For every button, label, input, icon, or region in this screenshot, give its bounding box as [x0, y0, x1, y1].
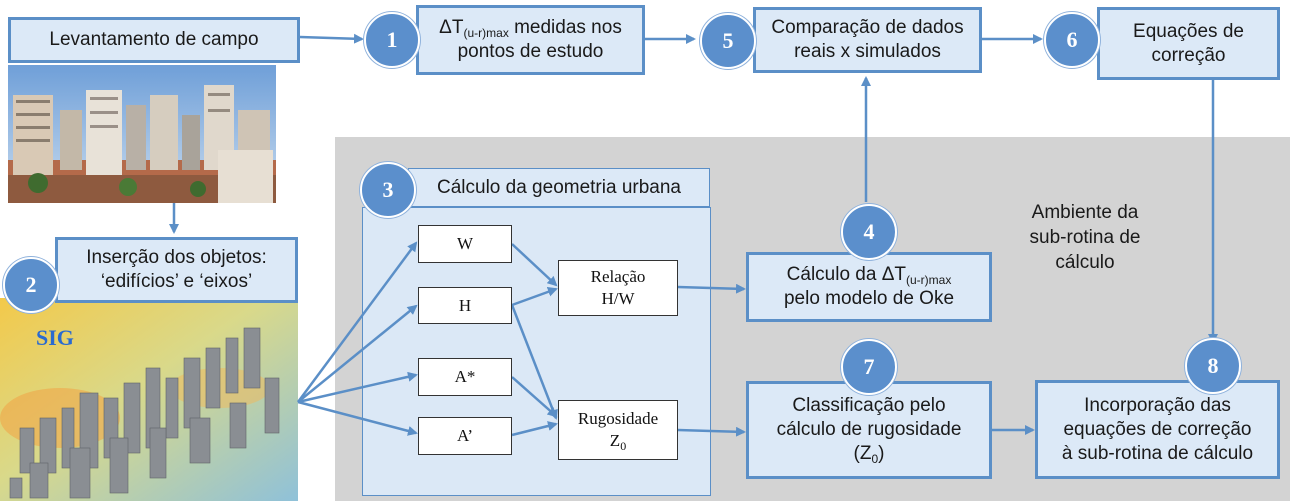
oke-line2: pelo modelo de Oke — [783, 288, 955, 309]
correction-equations-box: Equações de correção — [1097, 7, 1280, 80]
arrow-gis-to-astar — [297, 371, 418, 404]
comparison-box: Comparação de dados reais x simulados — [753, 7, 982, 73]
arrow-relacao-to-4 — [677, 283, 746, 294]
variable-w-label: W — [456, 234, 474, 253]
city-photo — [8, 65, 276, 203]
field-survey-box: Levantamento de campo — [8, 17, 300, 63]
urban-geometry-header: Cálculo da geometria urbana — [408, 168, 710, 207]
gis-3d-model — [0, 298, 298, 501]
arrow-aprime-to-rugosidade — [511, 421, 558, 437]
arrow-gis-to-h — [297, 304, 418, 403]
relation-line2: H/W — [601, 289, 635, 308]
arrow-w-to-relacao — [511, 243, 558, 287]
incorporation-line3: à sub-rotina de cálculo — [1061, 442, 1254, 464]
oke-model-box: Cálculo da ΔT(u-r)max pelo modelo de Oke — [746, 252, 992, 322]
comparison-line2: reais x simulados — [794, 41, 941, 62]
roughness-z: Z — [609, 431, 621, 450]
variable-h-box: H — [418, 287, 512, 324]
classification-z-open: (Z — [853, 443, 872, 464]
variable-a-prime-box: A’ — [418, 417, 512, 455]
step-6-badge: 6 — [1044, 12, 1100, 68]
step-8-badge: 8 — [1185, 338, 1241, 394]
insertion-line1: Inserção dos objetos: — [86, 247, 267, 268]
classification-z-subscript: 0 — [871, 452, 879, 466]
insertion-line2: ‘edifícios’ e ‘eixos’ — [100, 271, 253, 292]
object-insertion-box: Inserção dos objetos: ‘edifícios’ e ‘eix… — [55, 237, 298, 303]
step-2-badge: 2 — [3, 257, 59, 313]
equations-line1: Equações de — [1133, 20, 1244, 42]
field-survey-label: Levantamento de campo — [49, 29, 259, 50]
environment-label: Ambiente da sub-rotina de cálculo — [1010, 200, 1160, 275]
oke-subscript: (u-r)max — [906, 273, 952, 287]
urban-geometry-label: Cálculo da geometria urbana — [437, 176, 681, 198]
arrow-levantamento-to-1 — [299, 33, 364, 44]
incorporation-line1: Incorporação das — [1084, 394, 1231, 416]
arrow-h-to-rugosidade — [510, 304, 558, 420]
arrow-gis-to-w — [296, 241, 418, 403]
roughness-line1: Rugosidade — [577, 409, 659, 428]
incorporation-line2: equações de correção — [1063, 418, 1252, 440]
arrow-astar-to-rugosidade — [511, 376, 558, 418]
variable-w-box: W — [418, 225, 512, 263]
measured-delta-t-box: ΔT(u-r)max medidas nos pontos de estudo — [416, 5, 645, 75]
roughness-box: Rugosidade Z0 — [558, 400, 678, 460]
step-5-badge: 5 — [700, 13, 756, 69]
variable-a-star-box: A* — [418, 358, 512, 396]
roughness-z-subscript: 0 — [620, 439, 627, 453]
classification-line2: cálculo de rugosidade — [776, 419, 962, 440]
step-7-badge: 7 — [841, 339, 897, 395]
relation-line1: Relação — [590, 267, 646, 286]
step-1-badge: 1 — [364, 12, 420, 68]
measured-text: medidas nos — [508, 17, 622, 38]
comparison-line1: Comparação de dados — [771, 17, 964, 38]
arrow-gis-to-aprime — [297, 400, 418, 436]
relation-hw-box: Relação H/W — [558, 260, 678, 316]
equations-line2: correção — [1151, 44, 1226, 66]
environment-line1: Ambiente da — [1031, 202, 1139, 223]
delta-t-subscript: (u-r)max — [463, 26, 509, 40]
step-3-badge: 3 — [360, 162, 416, 218]
classification-z-close: ) — [878, 443, 885, 464]
delta-t-symbol: ΔT — [439, 17, 464, 38]
oke-line1: Cálculo da ΔT — [786, 264, 907, 285]
variable-a-prime-label: A’ — [456, 426, 474, 445]
study-points-text: pontos de estudo — [457, 41, 604, 62]
variable-h-label: H — [458, 295, 472, 315]
arrow-rugosidade-to-7 — [677, 426, 746, 437]
sig-label: SIG — [36, 325, 74, 350]
incorporation-box: Incorporação das equações de correção à … — [1035, 380, 1280, 479]
variable-a-star-label: A* — [454, 367, 476, 386]
environment-line3: cálculo — [1055, 252, 1115, 273]
environment-line2: sub-rotina de — [1029, 227, 1141, 248]
classification-line1: Classificação pelo — [792, 395, 946, 416]
step-4-badge: 4 — [841, 204, 897, 260]
arrow-h-to-relacao — [511, 287, 558, 307]
roughness-classification-box: Classificação pelo cálculo de rugosidade… — [746, 381, 992, 479]
